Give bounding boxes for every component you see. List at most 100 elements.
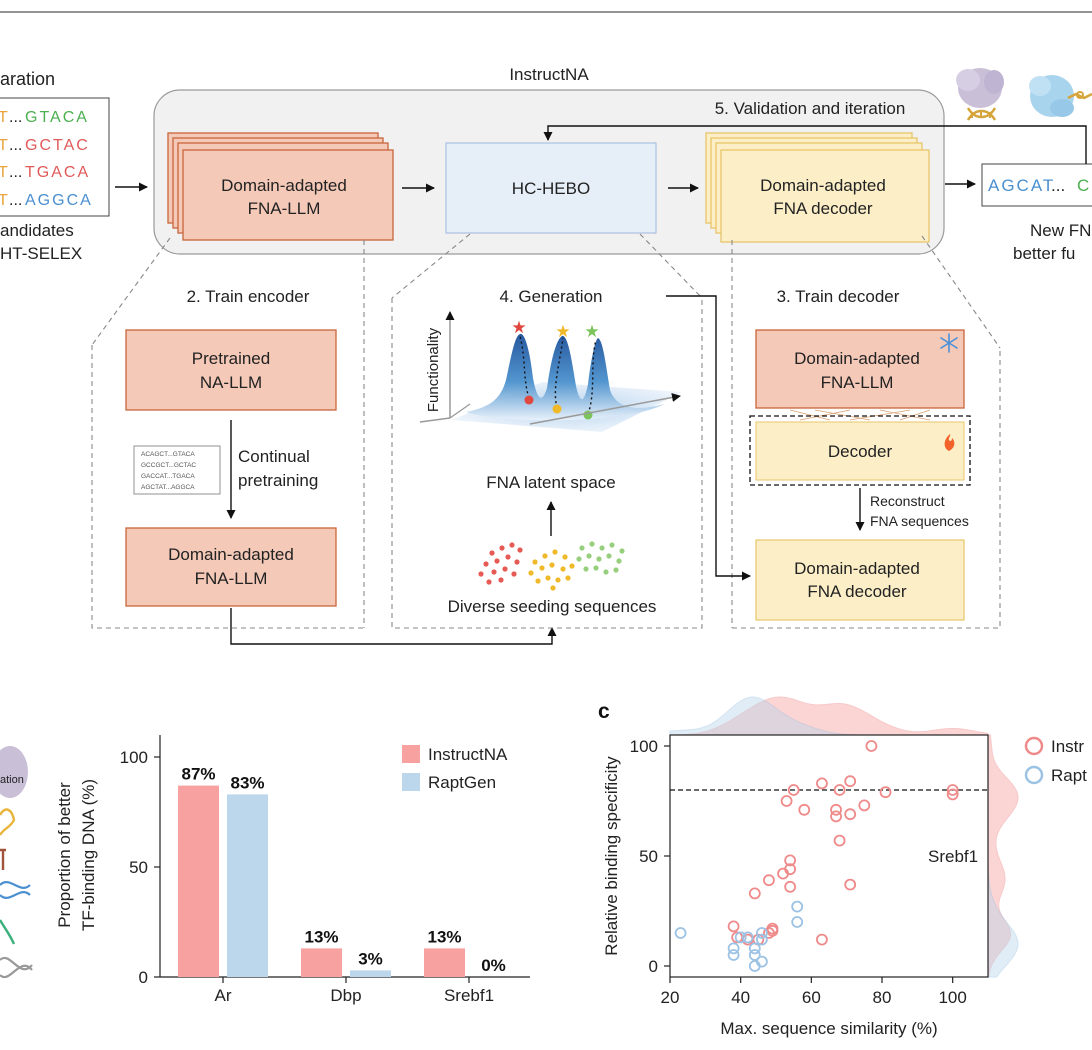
svg-text:T: T: [0, 192, 8, 209]
svg-text:FNA-LLM: FNA-LLM: [821, 373, 894, 392]
bar-y-tick-label: 50: [129, 858, 148, 877]
scatter-point-instructna: [784, 880, 797, 893]
seeding-label: Diverse seeding sequences: [448, 597, 657, 616]
output-sequence: AGCAT ... C: [988, 176, 1089, 195]
legend-swatch-instructna: [402, 745, 420, 763]
svg-text:T: T: [0, 137, 8, 154]
scatter-x-tick-label: 40: [731, 988, 750, 1007]
attention-lines: [789, 409, 931, 421]
bar-raptgen-dbp: [350, 970, 391, 977]
encoder-title: 2. Train encoder: [187, 287, 310, 306]
svg-text:FNA decoder: FNA decoder: [807, 582, 907, 601]
scatter-x-tick-label: 60: [802, 988, 821, 1007]
scatter-point-raptgen: [748, 949, 761, 961]
llm-box-line1: Domain-adapted: [221, 176, 347, 195]
protein-dna-icon: [956, 68, 1004, 121]
zoom-connectors: [91, 233, 1001, 628]
svg-text:Pretrained: Pretrained: [192, 349, 270, 368]
scatter-legend-label: Rapt: [1051, 766, 1087, 785]
srebf1-annotation: Srebf1: [928, 847, 978, 866]
scatter-point-instructna: [748, 887, 761, 900]
scatter-point-instructna: [763, 874, 775, 887]
svg-text:Domain-adapted: Domain-adapted: [794, 349, 920, 368]
continual-label-line1: Continual: [238, 447, 310, 466]
hc-hebo-label: HC-HEBO: [512, 179, 590, 198]
scatter-point-instructna: [833, 784, 846, 796]
legend-label-raptgen: RaptGen: [428, 773, 496, 792]
scatter-point-instructna: [858, 799, 871, 812]
svg-text:...: ...: [9, 164, 22, 181]
bar-value-label: 87%: [181, 765, 215, 784]
scatter-xlabel: Max. sequence similarity (%): [720, 1019, 937, 1038]
svg-text:C: C: [1077, 176, 1089, 195]
bar-value-label: 3%: [358, 949, 383, 968]
scatter-point-raptgen: [748, 960, 761, 972]
svg-text:...: ...: [9, 109, 22, 126]
validation-label: 5. Validation and iteration: [715, 99, 906, 118]
bottom-left-fragment: ation: [0, 774, 24, 786]
bar-raptgen-ar: [227, 794, 268, 977]
latent-landscape: Functionality ★ ★ ★: [419, 311, 682, 432]
scatter-point-raptgen: [727, 942, 740, 955]
panel-letter-c: c: [598, 700, 610, 723]
svg-text:Domain-adapted: Domain-adapted: [794, 559, 920, 578]
decoder-box-line1: Domain-adapted: [760, 176, 886, 195]
mini-sequence-2: GCCGCT...GCTAC: [141, 462, 196, 469]
star-icon: ★: [555, 322, 570, 341]
output-caption-line1: New FN: [1030, 221, 1091, 240]
instructna-decoder-stack: Domain-adapted FNA decoder: [705, 132, 930, 243]
scatter-point-instructna: [777, 867, 789, 880]
scatter-point-raptgen: [734, 931, 747, 944]
right-density-instructna: [987, 734, 1019, 978]
scatter-chart: c Relative binding specificity Max. sequ…: [598, 696, 1087, 1038]
svg-text:...: ...: [1051, 176, 1065, 195]
bar-value-label: 13%: [427, 927, 461, 946]
bar-instructna-srebf1: [424, 948, 465, 977]
decoder-panel-title: 3. Train decoder: [777, 287, 900, 306]
bar-x-tick-label: Srebf1: [444, 986, 494, 1005]
svg-text:AGCAT: AGCAT: [988, 176, 1055, 195]
scatter-point-instructna: [727, 920, 740, 933]
instructna-title: InstructNA: [509, 65, 589, 84]
bar-instructna-ar: [178, 785, 219, 977]
scatter-x-tick-label: 100: [938, 988, 966, 1007]
bottom-left-illustration: ation: [0, 746, 33, 979]
scatter-point-instructna: [816, 933, 828, 946]
scatter-legend-marker: [1024, 736, 1044, 756]
hc-hebo-box: HC-HEBO: [445, 142, 657, 234]
seeding-dots: [478, 541, 625, 591]
svg-text:GCTAC: GCTAC: [25, 137, 90, 154]
bar-instructna-dbp: [301, 948, 342, 977]
legend-label-instructna: InstructNA: [428, 745, 508, 764]
scatter-point-raptgen: [791, 916, 804, 928]
candidate-sequences: T ... GTACA T ... GCTAC T ... TGACA T ..…: [0, 109, 93, 209]
scatter-point-instructna: [844, 878, 857, 891]
llm-box-line2: FNA-LLM: [248, 199, 321, 218]
scatter-point-raptgen: [755, 933, 768, 946]
feedback-loop-arrow: [543, 125, 1087, 164]
left-caption-line1: andidates: [0, 221, 74, 240]
decoder-panel-output-box: Domain-adapted FNA decoder: [755, 539, 965, 621]
candidate-sequence-4: T ... AGGCA: [0, 192, 93, 209]
scatter-point-instructna: [763, 927, 775, 939]
functionality-axis-label: Functionality: [425, 327, 442, 412]
output-caption-line2: better fu: [1013, 244, 1075, 263]
scatter-point-instructna: [879, 786, 892, 799]
bar-x-tick-label: Dbp: [330, 986, 361, 1005]
decoder-panel-llm-box: Domain-adapted FNA-LLM: [755, 329, 965, 409]
bar-x-tick-label: Ar: [215, 986, 232, 1005]
svg-text:T: T: [0, 164, 8, 181]
generation-panel-frame: [391, 298, 703, 629]
scatter-point-instructna: [816, 777, 828, 790]
scatter-y-tick-label: 100: [630, 737, 658, 756]
scatter-legend-label: Instr: [1051, 737, 1084, 756]
mini-sequence-card: ACAGCT...GTACA GCCGCT...GCTAC GACCAT...T…: [133, 445, 221, 495]
svg-text:AGGCA: AGGCA: [25, 192, 93, 209]
decoder-panel-frame: [732, 348, 1001, 629]
decoder-box: Decoder: [755, 421, 965, 481]
scatter-point-instructna: [844, 775, 857, 788]
scatter-point-raptgen: [748, 942, 761, 955]
left-caption-line2: HT-SELEX: [0, 244, 82, 263]
generation-title: 4. Generation: [499, 287, 602, 306]
